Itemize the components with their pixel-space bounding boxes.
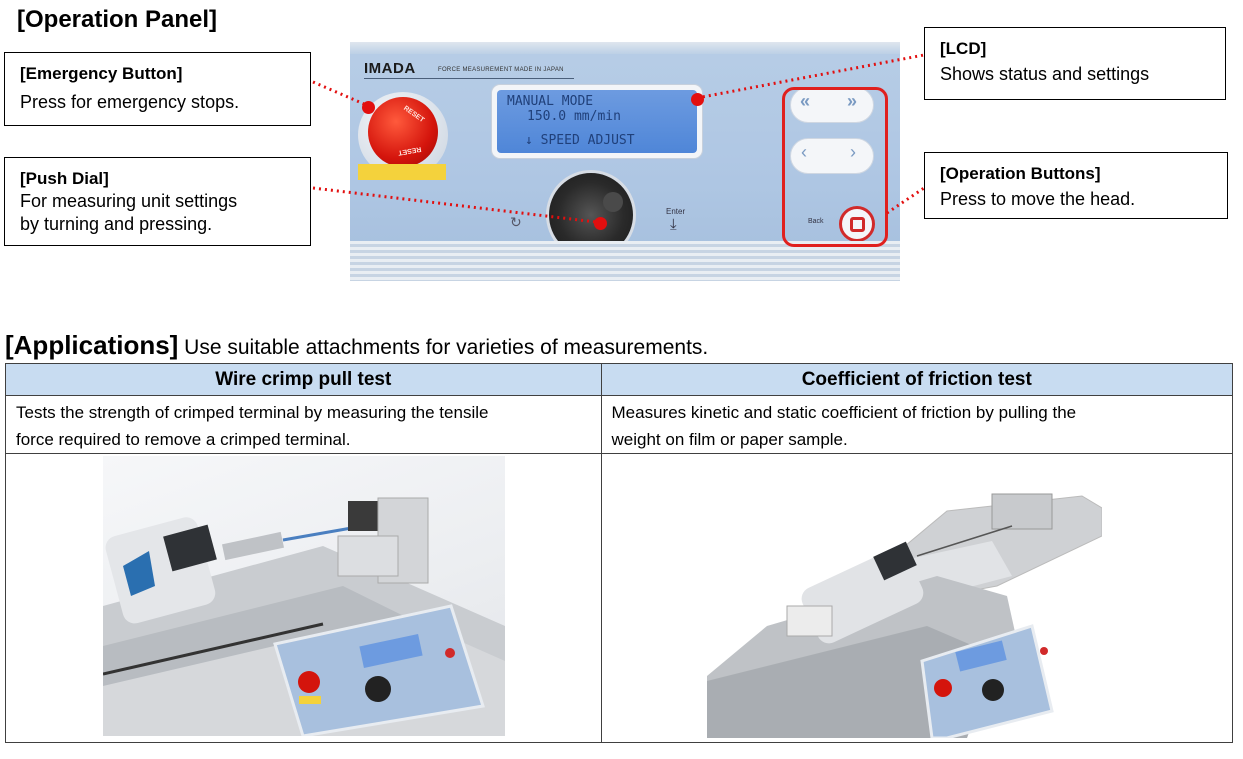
operation-buttons-highlight — [782, 87, 888, 247]
push-dial-knob — [603, 192, 623, 212]
emergency-stop-button: RESET RESET — [368, 97, 438, 167]
double-left-chevron-icon: « — [800, 91, 811, 111]
callout-body-line: For measuring unit settings — [20, 191, 238, 211]
friction-test-photo — [706, 456, 1102, 738]
table-row-description: Tests the strength of crimped terminal b… — [5, 395, 1234, 454]
left-chevron-icon: ‹ — [801, 142, 807, 162]
friction-test-illustration — [706, 493, 1102, 738]
emergency-yellow-plate — [358, 164, 446, 180]
enter-arrow-icon: ⤓ — [670, 216, 677, 233]
slow-move-button-pair — [790, 138, 874, 174]
lcd-line-mode: MANUAL MODE — [507, 94, 594, 109]
operation-panel-title: [Operation Panel] — [17, 6, 218, 33]
table-header-row: Wire crimp pull test Coefficient of fric… — [5, 363, 1234, 396]
callout-body: Shows status and settings — [940, 64, 1150, 84]
pointer-dot-lcd — [691, 93, 704, 106]
column-header-wire-crimp: Wire crimp pull test — [5, 363, 602, 396]
description-line: Tests the strength of crimped terminal b… — [16, 403, 489, 422]
applications-heading: [Applications] Use suitable attachments … — [5, 330, 708, 361]
brand-logo: IMADA — [364, 60, 416, 77]
description-line: weight on film or paper sample. — [611, 430, 848, 449]
applications-title: [Applications] — [5, 330, 179, 360]
wire-crimp-test-photo — [103, 456, 505, 736]
dial-left-icon: ↻ — [510, 214, 522, 230]
description-line: Measures kinetic and static coefficient … — [611, 403, 1077, 422]
lcd-line-adjust: ↓ SPEED ADJUST — [525, 133, 635, 148]
pointer-dot-push-dial — [594, 217, 607, 230]
description-wire-crimp: Tests the strength of crimped terminal b… — [5, 395, 602, 454]
table-row-photos — [5, 453, 1234, 743]
panel-top-edge — [350, 42, 900, 54]
enter-label: Enter — [666, 207, 686, 216]
stop-button — [839, 206, 875, 242]
column-header-friction: Coefficient of friction test — [600, 363, 1234, 396]
back-label: Back — [808, 218, 824, 225]
photo-cell-wire-crimp — [5, 453, 602, 743]
callout-body-line: by turning and pressing. — [20, 214, 213, 234]
applications-table: Wire crimp pull test Coefficient of fric… — [5, 363, 1234, 743]
leader-operation-buttons — [886, 186, 925, 215]
leader-push-dial — [312, 186, 597, 224]
lcd-display: MANUAL MODE 150.0 mm/min ↓ SPEED ADJUST — [491, 84, 703, 159]
fast-move-button-pair — [790, 87, 874, 123]
callout-title: [Emergency Button] — [20, 64, 183, 83]
photo-cell-friction — [600, 453, 1234, 743]
lcd-screen: MANUAL MODE 150.0 mm/min ↓ SPEED ADJUST — [497, 90, 697, 153]
description-friction: Measures kinetic and static coefficient … — [600, 395, 1234, 454]
leader-emergency — [312, 80, 365, 106]
callout-title: [LCD] — [940, 39, 987, 58]
callout-body: Press to move the head. — [940, 189, 1136, 209]
callout-emergency-button: [Emergency Button] Press for emergency s… — [4, 52, 311, 126]
operation-panel-photo: IMADA FORCE MEASUREMENT MADE IN JAPAN RE… — [350, 42, 900, 281]
callout-title: [Operation Buttons] — [940, 164, 1101, 183]
leader-lcd — [696, 53, 925, 100]
callout-lcd: [LCD] Shows status and settings — [924, 27, 1226, 100]
pointer-dot-emergency — [362, 101, 375, 114]
double-right-chevron-icon: » — [847, 91, 858, 111]
brand-underline — [364, 78, 574, 79]
callout-leader-lines — [312, 53, 925, 224]
callout-push-dial: [Push Dial] For measuring unit settings … — [4, 157, 311, 246]
wire-crimp-test-illustration — [103, 497, 505, 736]
right-chevron-icon: › — [850, 142, 856, 162]
callout-body: Press for emergency stops. — [20, 92, 240, 112]
brand-subtitle: FORCE MEASUREMENT MADE IN JAPAN — [438, 67, 564, 73]
lcd-line-speed: 150.0 mm/min — [527, 109, 621, 124]
stop-square-icon — [849, 216, 865, 232]
description-line: force required to remove a crimped termi… — [16, 430, 351, 449]
callout-operation-buttons: [Operation Buttons] Press to move the he… — [924, 152, 1228, 219]
panel-bottom-stripes — [350, 241, 900, 281]
applications-subtitle: Use suitable attachments for varieties o… — [178, 336, 709, 359]
callout-title: [Push Dial] — [20, 169, 109, 188]
